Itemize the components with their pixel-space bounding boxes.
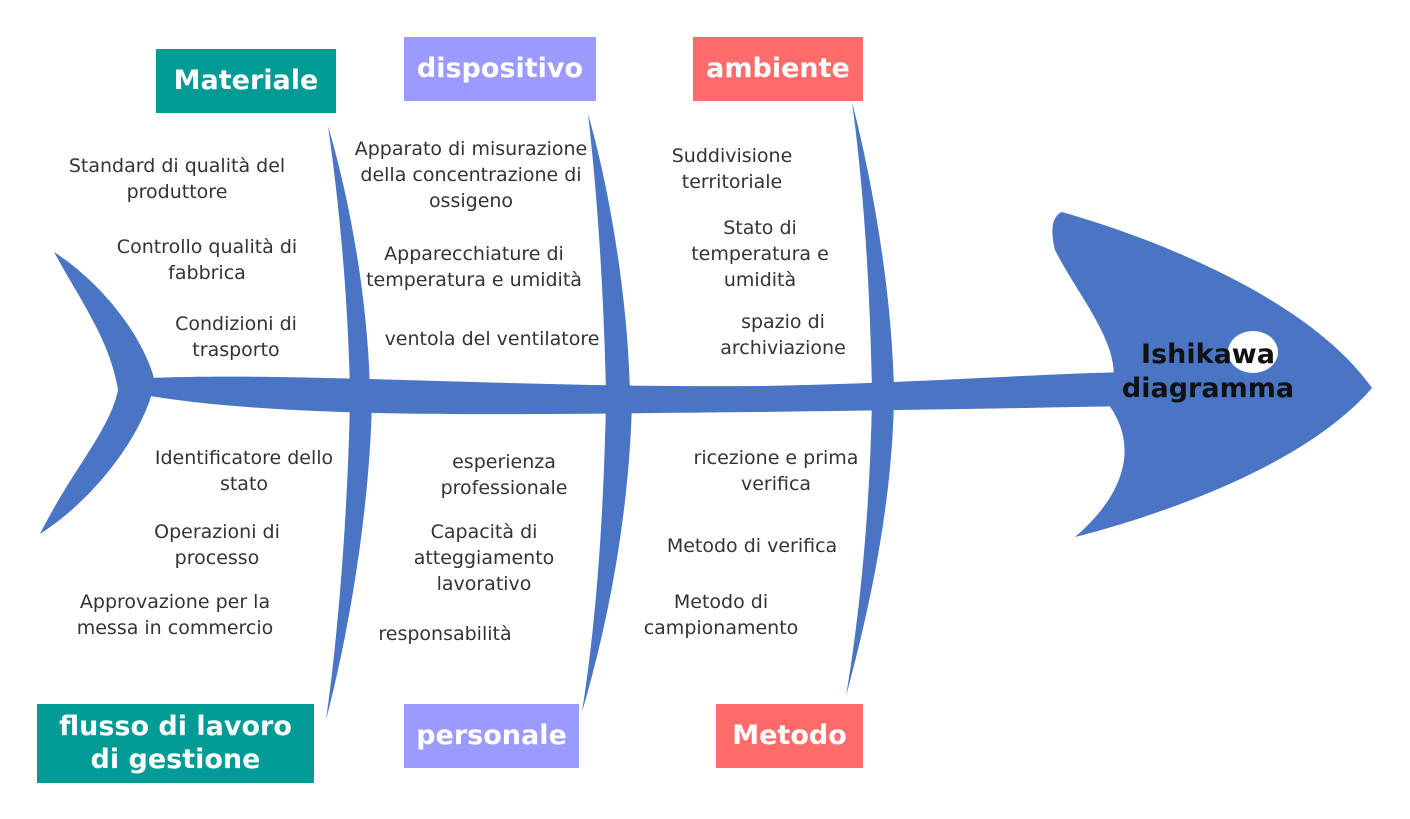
bone-materiale [328, 126, 370, 392]
bone-flusso [326, 400, 372, 720]
cause-metodo-2: Metodo di verifica [666, 535, 838, 557]
bone-ambiente [852, 102, 894, 392]
fish-eye [1228, 331, 1278, 373]
category-ambiente: ambiente [693, 37, 863, 101]
fish-head [1052, 212, 1372, 537]
fish-spine [150, 372, 1130, 415]
cause-personale-1: esperienza professionale [440, 451, 568, 499]
cause-flusso-2: Operazioni di processo [154, 521, 280, 569]
cause-materiale-3: Condizioni di trasporto [175, 313, 297, 361]
cause-dispositivo-3: ventola del ventilatore [384, 328, 600, 350]
cause-metodo-1: ricezione e prima verifica [693, 447, 859, 495]
category-metodo: Metodo [716, 704, 863, 768]
cause-materiale-2: Controllo qualità di fabbrica [116, 236, 298, 284]
cause-ambiente-3: spazio di archiviazione [720, 311, 846, 359]
bone-metodo [846, 400, 894, 696]
cause-materiale-1: Standard di qualità del produttore [68, 155, 286, 203]
cause-ambiente-2: Stato di temperatura e umidità [691, 217, 829, 291]
bone-dispositivo [588, 114, 630, 394]
category-personale: personale [404, 704, 579, 768]
cause-metodo-3: Metodo di campionamento [643, 591, 799, 639]
cause-personale-2: Capacità di atteggiamento lavorativo [413, 521, 555, 595]
cause-ambiente-1: Suddivisione territoriale [671, 145, 793, 193]
cause-flusso-3: Approvazione per la messa in commercio [76, 591, 274, 639]
cause-personale-3: responsabilità [378, 623, 512, 645]
cause-flusso-1: Identificatore dello stato [154, 447, 334, 495]
category-materiale: Materiale [156, 49, 336, 113]
category-flusso: flusso di lavoro di gestione [37, 704, 314, 783]
fish-tail [40, 252, 155, 534]
cause-dispositivo-1: Apparato di misurazione della concentraz… [354, 138, 588, 212]
diagram-title: Ishikawa diagramma [1121, 339, 1295, 404]
category-dispositivo: dispositivo [404, 37, 596, 101]
cause-dispositivo-2: Apparecchiature di temperatura e umidità [366, 243, 582, 291]
bone-personale [582, 400, 632, 712]
